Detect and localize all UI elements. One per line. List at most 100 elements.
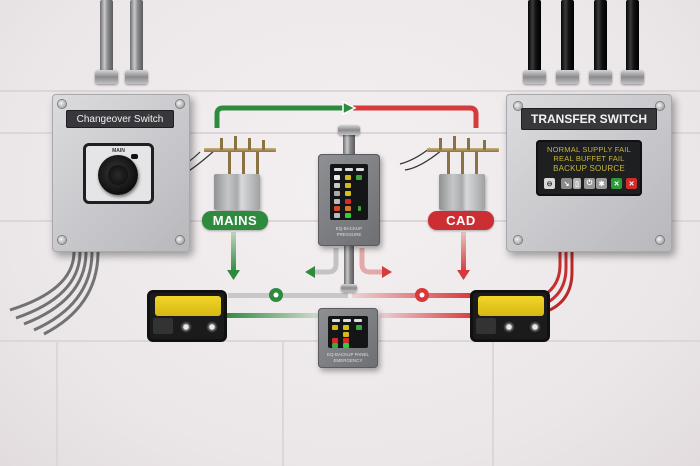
screw-icon — [58, 100, 66, 108]
generator-right — [470, 290, 550, 342]
pipe-cap — [341, 284, 357, 292]
cancel-icon[interactable]: ✕ — [626, 178, 637, 189]
conduit-fitting — [556, 70, 579, 84]
led — [343, 319, 351, 322]
battery-icon[interactable]: ▯ — [573, 178, 581, 189]
insulator — [447, 152, 450, 174]
panel-caption: EQ-BACKUP — [335, 226, 363, 231]
led — [343, 338, 349, 343]
confirm-icon[interactable]: ✕ — [611, 178, 622, 189]
transfer-switch-display: NORMAL SUPPLY FAIL REAL BUFFET FAIL BACK… — [536, 140, 642, 196]
panel-caption: EQ-BACKUP PANEL — [326, 352, 370, 357]
fuel-tank — [155, 296, 221, 316]
display-line: BACKUP SOURCE — [553, 164, 625, 173]
transformer-body — [214, 174, 260, 210]
led — [356, 168, 364, 171]
conduit-fitting — [523, 70, 546, 84]
mortar-line — [56, 340, 58, 466]
screw-icon — [656, 102, 664, 110]
busbar — [427, 148, 499, 152]
led — [358, 206, 361, 211]
black-conduit — [528, 0, 541, 72]
led — [343, 343, 349, 348]
backup-transformer — [425, 130, 505, 210]
led — [334, 191, 340, 196]
insulator — [262, 140, 265, 150]
led — [332, 319, 340, 322]
insulator — [242, 152, 245, 174]
led — [332, 338, 338, 343]
settings-icon[interactable]: ✱ — [596, 178, 607, 189]
rotary-switch[interactable]: MAIN — [83, 143, 154, 204]
insulator — [220, 138, 223, 150]
insulator — [483, 140, 486, 150]
led — [345, 183, 351, 188]
black-conduit — [561, 0, 574, 72]
panel-pipe — [343, 128, 355, 158]
transfer-switch-plate: TRANSFER SWITCH — [521, 108, 657, 130]
led — [334, 199, 340, 204]
lower-control-panel: EQ-BACKUP PANEL EMERGENCY — [318, 308, 378, 368]
busbar — [204, 148, 276, 152]
steel-conduit — [130, 0, 143, 72]
insulator — [248, 138, 251, 150]
screw-icon — [58, 236, 66, 244]
conduit-fitting — [589, 70, 612, 84]
display-button-row: ⊖ ↘ ▯ ⏻ ✱ ✕ ✕ — [544, 178, 637, 190]
wheel-icon — [179, 320, 193, 334]
screw-icon — [514, 102, 522, 110]
led — [356, 175, 362, 180]
display-line: REAL BUFFET FAIL — [553, 154, 625, 163]
knob-hub — [108, 165, 128, 185]
led — [345, 175, 351, 180]
led — [356, 325, 362, 330]
transfer-switch-enclosure: TRANSFER SWITCH NORMAL SUPPLY FAIL REAL … — [506, 94, 672, 252]
led — [334, 206, 340, 211]
display-line: NORMAL SUPPLY FAIL — [547, 145, 631, 154]
knob-pointer-icon — [131, 154, 138, 159]
conduit-fitting — [621, 70, 644, 84]
upper-control-panel: EQ-BACKUP PRESSURE — [318, 154, 380, 246]
insulator — [256, 152, 259, 174]
generator-left — [147, 290, 227, 342]
led — [332, 343, 338, 348]
screw-icon — [176, 236, 184, 244]
pipe-cap — [338, 125, 360, 135]
black-conduit — [626, 0, 639, 72]
led — [345, 168, 353, 171]
led — [345, 191, 351, 196]
led — [345, 199, 351, 204]
panel-caption: EMERGENCY — [333, 358, 363, 363]
led — [334, 213, 340, 218]
control-outlet — [153, 318, 173, 334]
insulator — [228, 152, 231, 174]
mains-transformer — [200, 130, 280, 210]
control-outlet — [476, 318, 496, 334]
mortar-line — [492, 340, 494, 466]
display-icon[interactable]: ⊖ — [544, 178, 555, 189]
conduit-fitting — [125, 70, 148, 84]
insulator — [453, 136, 456, 150]
changeover-switch-plate: Changeover Switch — [66, 110, 174, 128]
insulator — [439, 138, 442, 150]
mains-label: MAINS — [202, 211, 268, 230]
wrench-icon[interactable]: ↘ — [561, 178, 572, 189]
insulator — [234, 136, 237, 150]
screw-icon — [176, 100, 184, 108]
power-icon[interactable]: ⏻ — [584, 178, 595, 189]
transformer-body — [439, 174, 485, 210]
led — [334, 175, 340, 180]
led — [343, 332, 349, 337]
led — [334, 183, 340, 188]
wheel-icon — [528, 320, 542, 334]
insulator — [467, 138, 470, 150]
panel-caption: PRESSURE — [336, 232, 362, 237]
led — [354, 319, 362, 322]
rotary-knob-icon[interactable] — [98, 155, 138, 195]
led-matrix — [330, 164, 368, 220]
steel-conduit — [100, 0, 113, 72]
led — [332, 325, 338, 330]
fuel-tank — [478, 296, 544, 316]
changeover-switch-enclosure: Changeover Switch MAIN — [52, 94, 190, 252]
